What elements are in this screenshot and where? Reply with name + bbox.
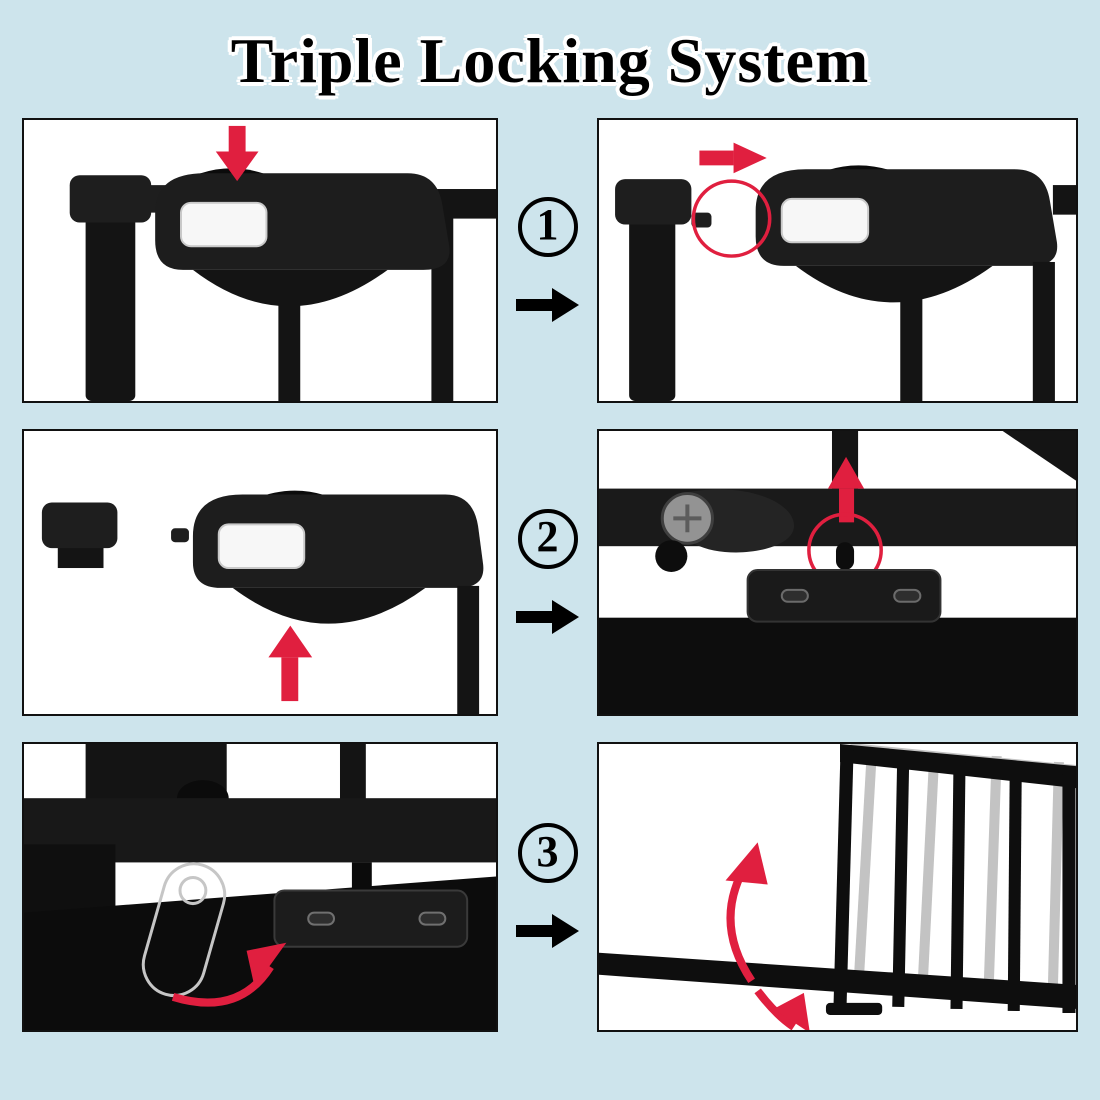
next-step-arrow-icon <box>515 599 579 634</box>
gate-post <box>41 502 118 569</box>
floor-bracket <box>273 889 469 948</box>
gate-bar <box>457 585 480 714</box>
step-number-3: 3 <box>517 823 578 883</box>
illustration-swing-open <box>599 744 1076 1030</box>
gate-bar <box>1032 261 1055 401</box>
lock-indicator <box>217 523 306 570</box>
latch-pin <box>691 212 712 228</box>
gate-post <box>69 175 178 401</box>
slide-right-arrow-icon <box>699 142 767 174</box>
step-connector-1: 1 <box>498 118 597 403</box>
step-connector-2: 2 <box>498 429 597 716</box>
latch-pin <box>171 528 189 543</box>
release-lever <box>655 489 795 573</box>
press-down-arrow-icon <box>215 125 259 182</box>
lock-indicator <box>780 197 870 244</box>
page-title: Triple Locking System <box>230 25 870 96</box>
step-number-2: 2 <box>517 508 578 569</box>
bracket-screw-slot <box>307 911 336 926</box>
illustration-slide-handle <box>615 142 1076 401</box>
gate-rail <box>1052 185 1076 215</box>
lock-handle <box>192 490 484 624</box>
lock-handle <box>155 168 450 307</box>
illustration-bottom-latch <box>599 431 1076 714</box>
gate-bottom-rail <box>599 952 1076 1009</box>
gate-bar <box>278 289 301 401</box>
illustration-lift-handle <box>41 490 484 714</box>
panel-step3-rotate-lever <box>22 742 498 1032</box>
lock-indicator <box>180 201 268 248</box>
panel-step1-press-down <box>22 118 498 403</box>
panel-step3-swing-open <box>597 742 1078 1032</box>
illustration-rotate-lever <box>24 744 496 1030</box>
swing-arrow-icon <box>725 842 810 1030</box>
floor <box>599 617 1076 714</box>
illustration-press-lock <box>69 125 496 401</box>
step-connector-3: 3 <box>498 742 597 1032</box>
step-number-1: 1 <box>517 196 578 257</box>
floor-bracket <box>746 569 942 623</box>
rotate-arrow-icon <box>171 942 287 1007</box>
lift-up-arrow-icon <box>268 625 313 702</box>
panel-step2-bottom-latch <box>597 429 1078 716</box>
bracket-screw-slot <box>418 911 447 926</box>
gate-post <box>615 179 712 401</box>
gate-frame-corner <box>1002 431 1076 481</box>
steps-grid: 1 <box>22 118 1078 1032</box>
panel-step2-lift-up <box>22 429 498 716</box>
gate-foot <box>825 1002 883 1015</box>
bracket-screw-slot <box>893 588 922 603</box>
next-step-arrow-icon <box>515 287 579 322</box>
lock-handle <box>755 165 1058 303</box>
highlight-circle <box>691 179 772 258</box>
next-step-arrow-icon <box>515 914 579 948</box>
gate-door <box>599 744 1076 1013</box>
gate-bar <box>900 283 923 401</box>
release-lever-outline <box>141 862 227 997</box>
latch-peg <box>351 862 372 893</box>
gate-structure <box>24 744 496 915</box>
latch-peg <box>835 542 855 571</box>
panel-step1-slide <box>597 118 1078 403</box>
bracket-screw-slot <box>780 588 809 603</box>
